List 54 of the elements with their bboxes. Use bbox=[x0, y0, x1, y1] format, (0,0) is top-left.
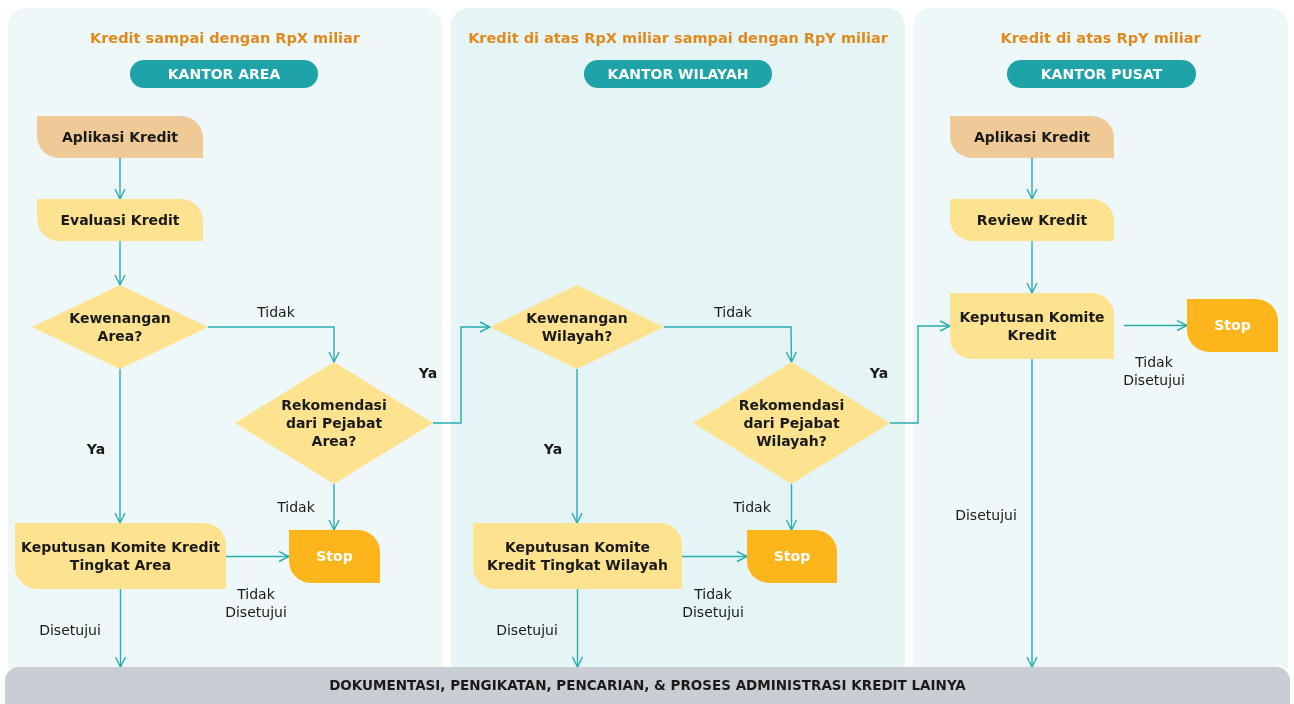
arrow bbox=[114, 588, 127, 668]
process-box: Keputusan Komite Kredit Tingkat Wilayah bbox=[473, 523, 682, 589]
office-badge: KANTOR PUSAT bbox=[1007, 60, 1196, 88]
stop-terminator: Stop bbox=[1187, 299, 1278, 352]
edge-label: Tidak Disetujui bbox=[681, 585, 745, 622]
arrow bbox=[663, 326, 798, 363]
decision-diamond: Kewenangan Area? bbox=[32, 285, 208, 369]
process-box: Aplikasi Kredit bbox=[37, 116, 203, 158]
arrow bbox=[207, 326, 340, 363]
swimlane-panel bbox=[451, 8, 905, 668]
arrow bbox=[571, 588, 584, 668]
arrow bbox=[1026, 240, 1038, 294]
arrow bbox=[1026, 157, 1038, 200]
lane-heading: Kredit sampai dengan RpX miliar bbox=[88, 29, 362, 48]
arrow bbox=[1026, 358, 1038, 668]
arrow bbox=[432, 321, 491, 424]
office-badge: KANTOR WILAYAH bbox=[584, 60, 772, 88]
arrow bbox=[114, 157, 126, 200]
arrow bbox=[225, 550, 290, 563]
edge-label: Ya bbox=[86, 440, 106, 459]
arrow bbox=[114, 240, 126, 286]
decision-diamond: Kewenangan Wilayah? bbox=[490, 285, 664, 369]
edge-label: Tidak Disetujui bbox=[1122, 353, 1186, 390]
arrow bbox=[785, 483, 798, 531]
stop-terminator: Stop bbox=[747, 530, 837, 583]
edge-label: Disetujui bbox=[39, 621, 101, 640]
office-badge: KANTOR AREA bbox=[130, 60, 318, 88]
process-box: Keputusan Komite Kredit Tingkat Area bbox=[15, 523, 226, 589]
edge-label: Ya bbox=[543, 440, 563, 459]
lane-heading: Kredit di atas RpX miliar sampai dengan RpY miliar bbox=[467, 29, 889, 48]
edge-label: Tidak bbox=[733, 498, 771, 517]
edge-label: Tidak bbox=[714, 303, 752, 322]
lane-heading: Kredit di atas RpY miliar bbox=[999, 29, 1202, 48]
arrow bbox=[328, 483, 340, 531]
process-box: Keputusan Komite Kredit bbox=[950, 293, 1114, 359]
edge-label: Disetujui bbox=[955, 506, 1017, 525]
stop-terminator: Stop bbox=[289, 530, 380, 583]
process-box: Evaluasi Kredit bbox=[37, 199, 203, 241]
edge-label: Ya bbox=[418, 364, 438, 383]
edge-label: Ya bbox=[869, 364, 889, 383]
arrow bbox=[889, 320, 951, 424]
process-box: Aplikasi Kredit bbox=[950, 116, 1114, 158]
edge-label: Tidak bbox=[257, 303, 295, 322]
process-bar: DOKUMENTASI, PENGIKATAN, PENCARIAN, & PROSES ADMINISTRASI KREDIT LAINYA bbox=[5, 667, 1290, 704]
arrow bbox=[1123, 319, 1188, 332]
arrow bbox=[571, 368, 583, 524]
swimlane-panel bbox=[8, 8, 442, 668]
swimlane-panel bbox=[913, 8, 1288, 668]
process-box: Review Kredit bbox=[950, 199, 1114, 241]
arrow bbox=[681, 550, 748, 563]
edge-label: Tidak bbox=[277, 498, 315, 517]
edge-label: Tidak Disetujui bbox=[224, 585, 288, 622]
arrow bbox=[114, 368, 126, 524]
edge-label: Disetujui bbox=[496, 621, 558, 640]
